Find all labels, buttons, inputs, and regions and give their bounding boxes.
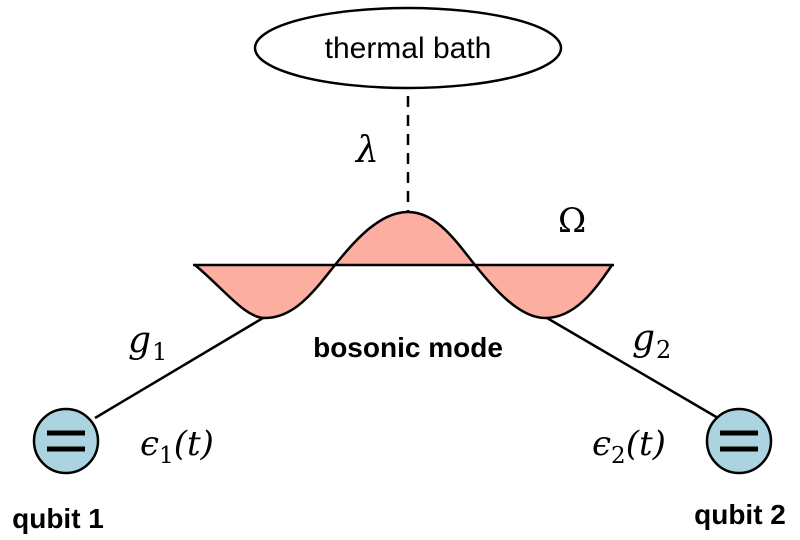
thermal-bath-ellipse	[253, 6, 563, 90]
epsilon2-arg: (t)	[626, 424, 666, 464]
bosonic-mode-label: bosonic mode	[313, 332, 503, 363]
g2-subscript: 2	[656, 336, 671, 364]
g2-label: g2	[632, 318, 671, 364]
thermal-bath-label: thermal bath	[325, 32, 492, 65]
qubit2-label: qubit 2	[694, 499, 786, 530]
epsilon2-label: ϵ2(t)	[592, 424, 666, 469]
qubit2-circle	[705, 407, 773, 475]
coupling-line-left	[94, 316, 264, 420]
g2-symbol: g	[632, 318, 655, 359]
epsilon1-arg: (t)	[174, 424, 214, 464]
qubit1-node	[32, 407, 100, 475]
epsilon1-label: ϵ1(t)	[140, 424, 214, 469]
bosonic-mode-wave	[193, 210, 614, 320]
lambda-symbol: λ	[354, 130, 379, 171]
mode-fill-left	[195, 265, 335, 318]
coupling-line-right	[546, 316, 719, 420]
epsilon1-symbol: ϵ	[140, 424, 159, 464]
g1-subscript: 1	[152, 338, 167, 366]
qubit1-label: qubit 1	[12, 503, 104, 534]
mode-curve	[194, 210, 614, 320]
qubit1-circle	[32, 407, 100, 475]
g1-symbol: g	[128, 320, 151, 361]
epsilon1-subscript: 1	[159, 443, 174, 469]
g1-label: g1	[128, 320, 167, 366]
omega-symbol: Ω	[558, 201, 586, 241]
qubit2-node	[705, 407, 773, 475]
epsilon2-symbol: ϵ	[592, 424, 611, 464]
epsilon2-subscript: 2	[611, 443, 626, 469]
